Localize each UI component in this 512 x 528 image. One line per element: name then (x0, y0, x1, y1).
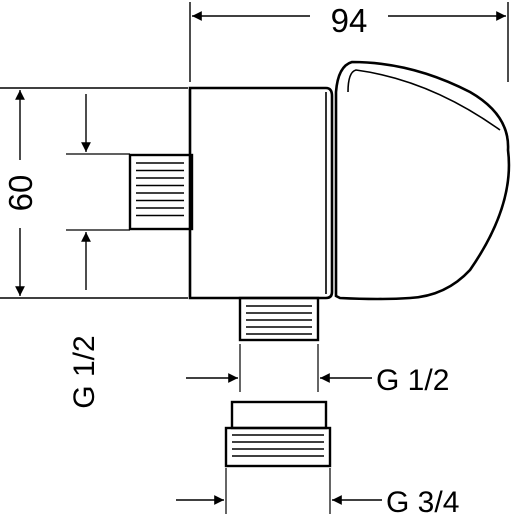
inlet-thread-grooves (136, 162, 184, 217)
outlet-thread-label: G 1/2 (376, 364, 449, 397)
adapter-thread-label: G 3/4 (386, 486, 459, 519)
height-dimension: 60 (0, 87, 188, 299)
outlet-thread-grooves (246, 305, 312, 335)
adapter-thread-dimension: G 3/4 (176, 468, 459, 519)
outlet-threaded-nipple (238, 296, 320, 342)
outlet-thread-dimension: G 1/2 (186, 344, 449, 397)
cap-top-edge (347, 69, 501, 131)
inlet-nipple-outline (128, 153, 194, 231)
height-label: 60 (2, 175, 39, 212)
width-dimension: 94 (189, 2, 509, 82)
inlet-thread-label: G 1/2 (68, 335, 101, 408)
inlet-thread-dimension: G 1/2 (66, 94, 130, 409)
width-label: 94 (331, 2, 368, 39)
adapter-lower-section (224, 426, 332, 468)
body-outline (188, 86, 334, 300)
outlet-nipple-outline (238, 296, 320, 342)
rounded-cap-outline (334, 60, 511, 301)
adapter-thread-grooves (232, 434, 324, 457)
wall-outlet-body (188, 60, 511, 301)
adapter-upper-section (230, 400, 328, 430)
thread-adapter (224, 400, 332, 468)
inlet-threaded-nipple (128, 153, 194, 231)
